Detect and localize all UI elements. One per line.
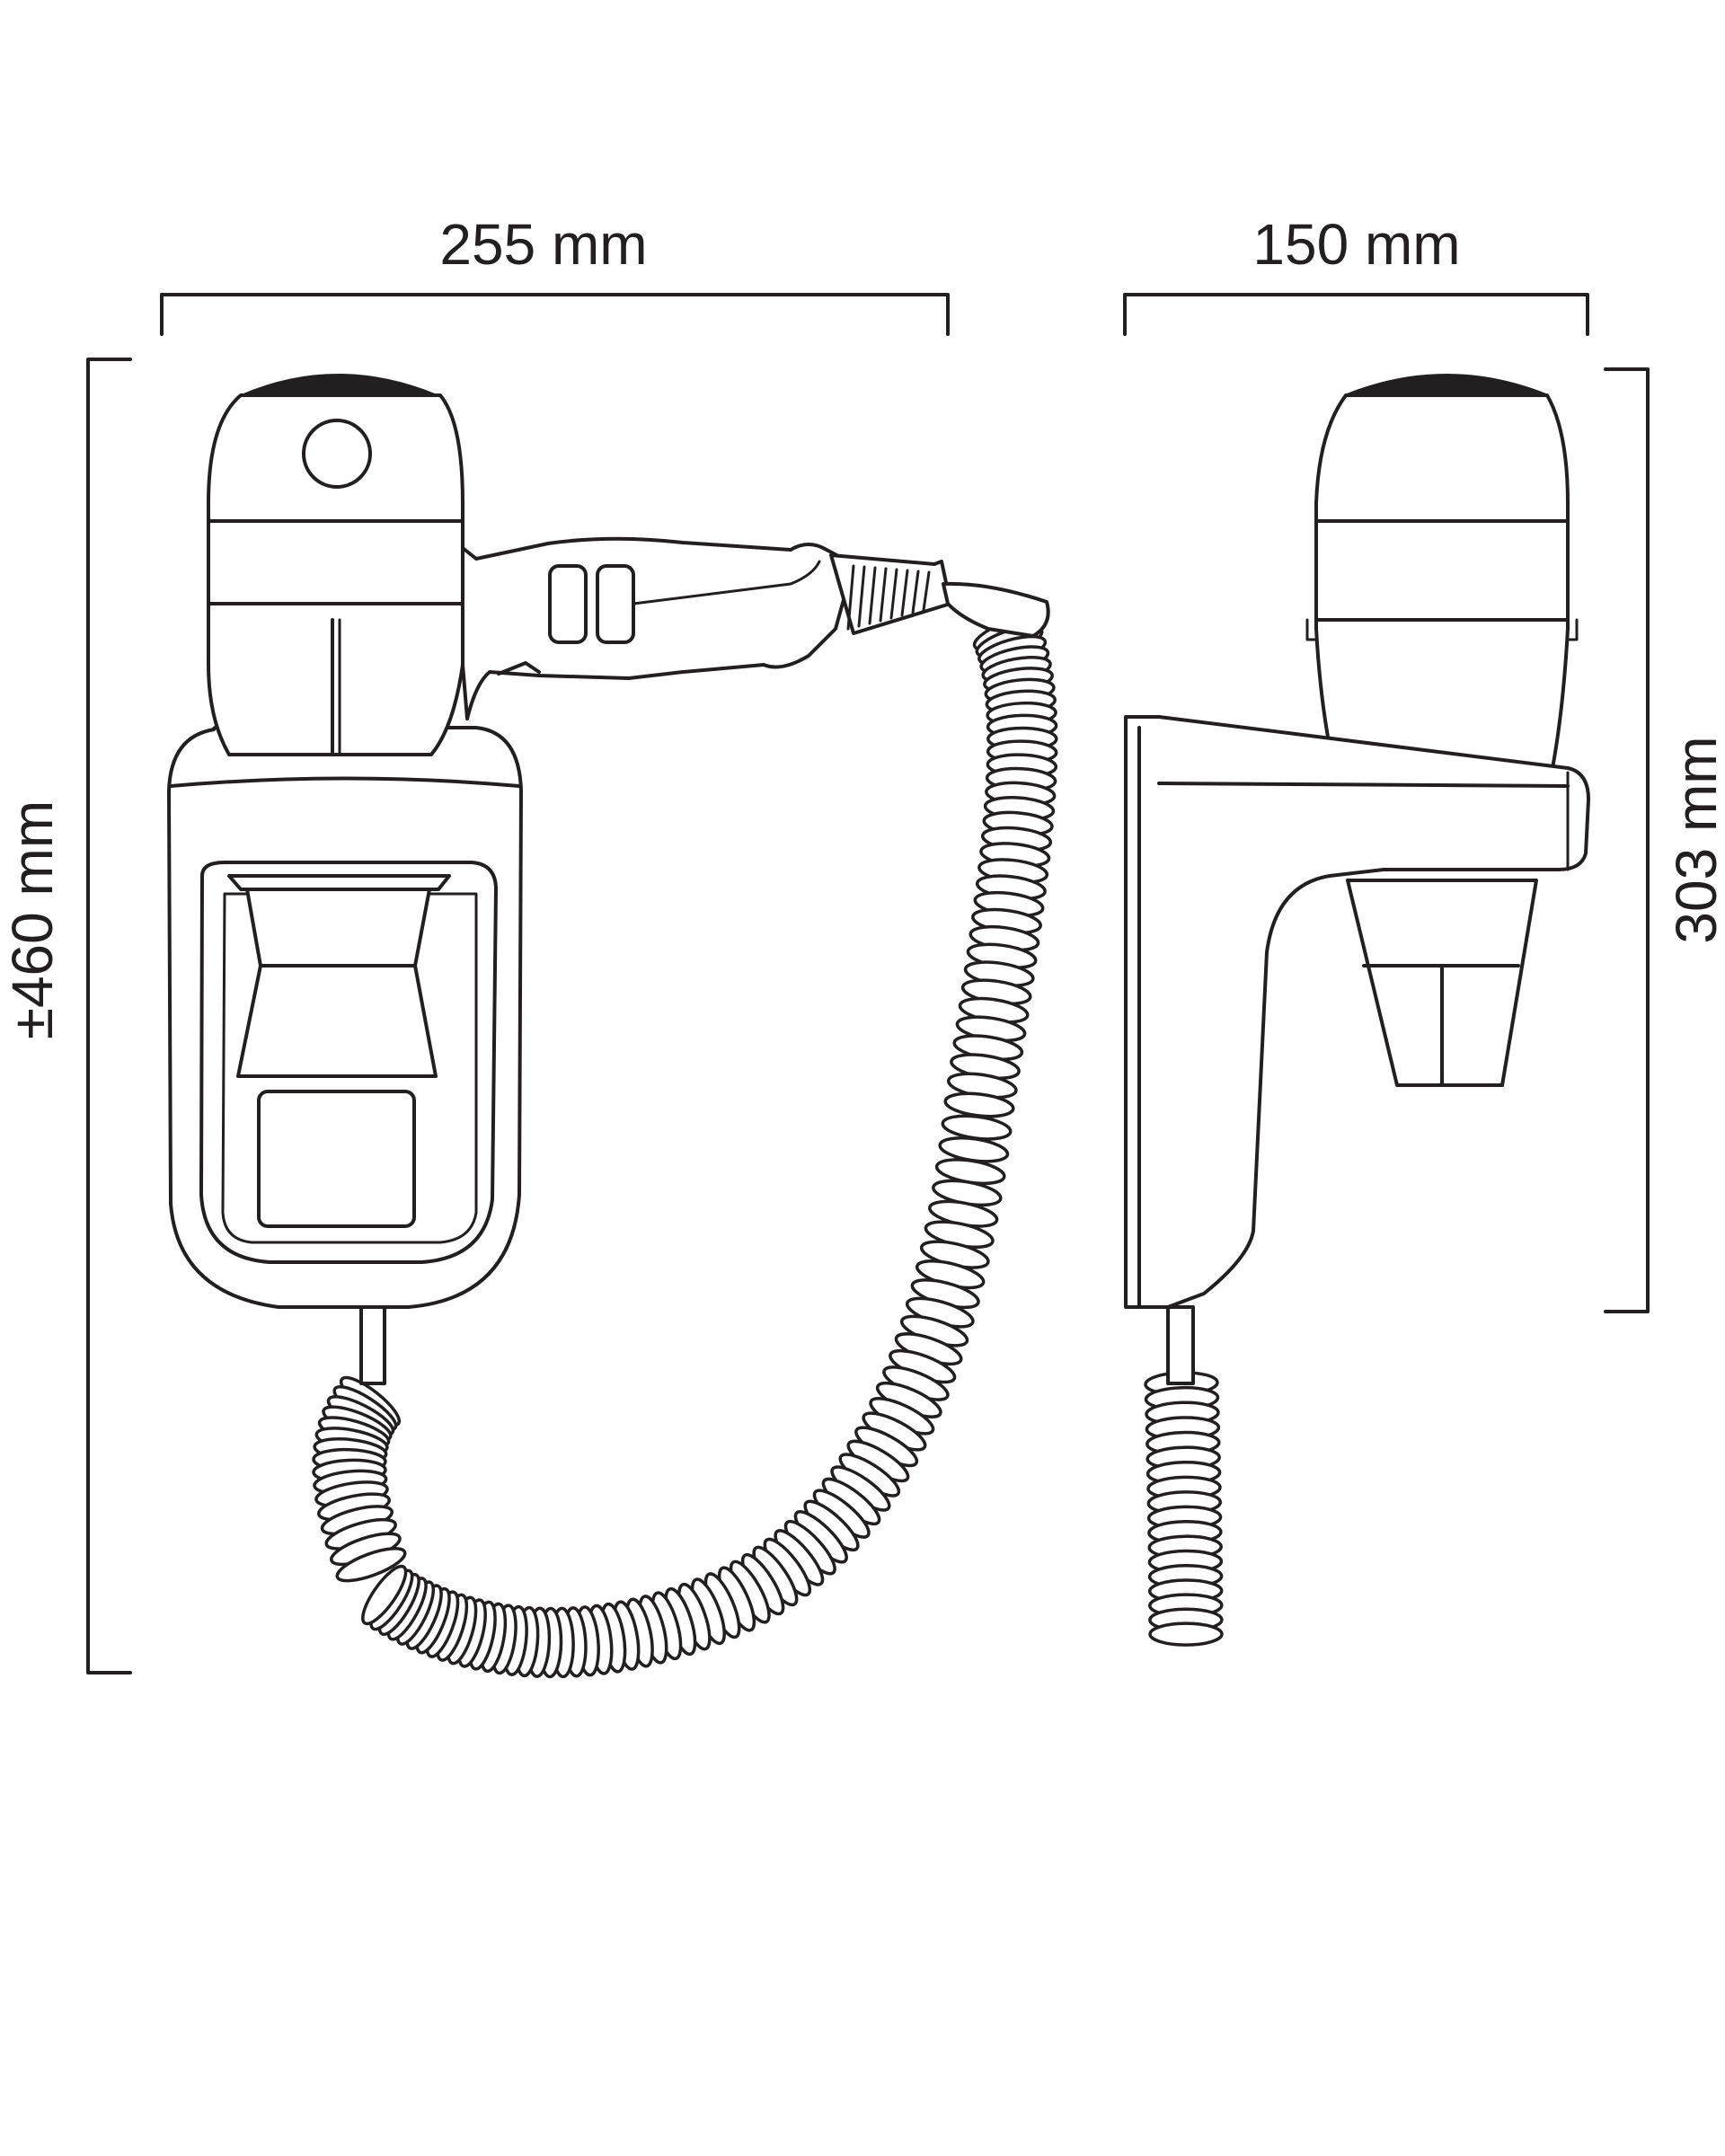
strain-relief-ring: [911, 570, 920, 614]
strain-relief-ring: [900, 569, 909, 617]
side-cord-tube: [1166, 1305, 1195, 1385]
front-cord-tube: [359, 1305, 386, 1385]
front-dryer-handle: [461, 536, 855, 720]
side-bracket-top-edge: [1157, 782, 1570, 788]
front-cord-lower-coil: [312, 1375, 407, 1583]
front-holder-top-edge: [169, 776, 521, 788]
strain-relief-ring: [868, 566, 877, 625]
side-coiled-cord: [1144, 1371, 1224, 1647]
front-view: [167, 374, 1058, 1679]
depth-label: 150 mm: [1252, 212, 1460, 277]
strain-relief-ring: [846, 564, 855, 631]
side-dryer-body: [1314, 393, 1570, 770]
side-dryer-intake-cap: [1345, 374, 1548, 397]
strain-relief-ring: [857, 565, 866, 628]
width-dimension: 255 mm: [160, 212, 950, 336]
side-coil-loop: [1148, 1621, 1224, 1647]
bracket-height-dimension: 303 mm: [1604, 367, 1725, 1313]
front-strain-relief-rings: [846, 564, 931, 631]
front-coil-loop: [361, 1564, 408, 1626]
front-holder-cup-rim: [227, 874, 451, 891]
side-view: [1124, 374, 1590, 1647]
depth-dimension: 150 mm: [1123, 212, 1589, 336]
total-height-dimension: ±460 mm: [0, 358, 132, 1674]
front-handle-grip-line: [632, 560, 821, 605]
bracket-height-label: 303 mm: [1664, 736, 1725, 943]
side-dryer-band-detail: [1305, 618, 1579, 641]
front-dryer-body: [207, 393, 464, 756]
width-label: 255 mm: [439, 212, 647, 277]
front-low-coil-loop: [335, 1547, 407, 1583]
total-height-label: ±460 mm: [0, 800, 65, 1039]
front-cord-plug-end: [942, 581, 1050, 638]
front-handle-toggle: [497, 661, 541, 676]
strain-relief-ring: [879, 567, 888, 623]
front-handle-button-1: [548, 564, 588, 644]
side-wall-bracket: [1124, 715, 1590, 1309]
front-handle-button-2: [596, 564, 635, 644]
front-holder-cup: [236, 888, 438, 1078]
front-holder-inner-panel-2: [221, 892, 478, 1244]
front-dryer-knob: [302, 419, 372, 489]
front-coiled-cord: [361, 615, 1058, 1679]
front-holder-switch-plate: [257, 1090, 416, 1228]
front-holder-inner-panel: [199, 861, 498, 1264]
strain-relief-ring: [889, 568, 898, 620]
front-dryer-intake-cap: [242, 374, 437, 397]
strain-relief-ring: [922, 570, 931, 612]
